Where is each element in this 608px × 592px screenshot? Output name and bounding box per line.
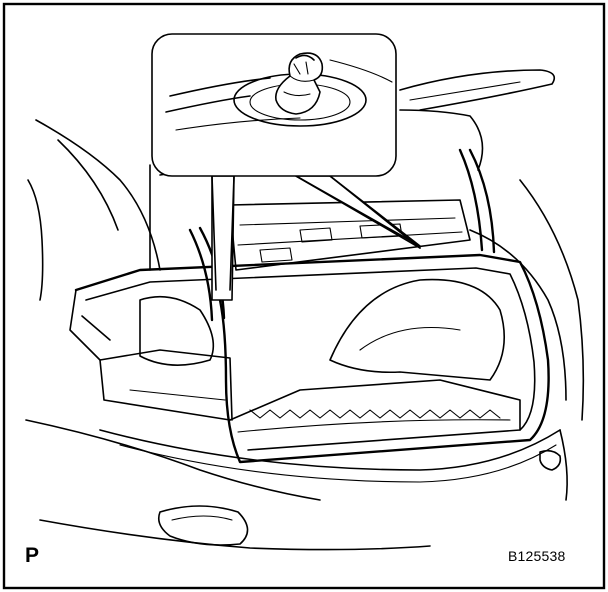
- car-body: [25, 119, 585, 551]
- figure-id-label: B125538: [508, 548, 566, 564]
- clip-icon: [274, 52, 324, 115]
- trunk-lid: [149, 69, 556, 322]
- trunk-opening: [69, 253, 550, 464]
- view-code-label: P: [25, 544, 40, 567]
- callout-balloon: [151, 33, 421, 301]
